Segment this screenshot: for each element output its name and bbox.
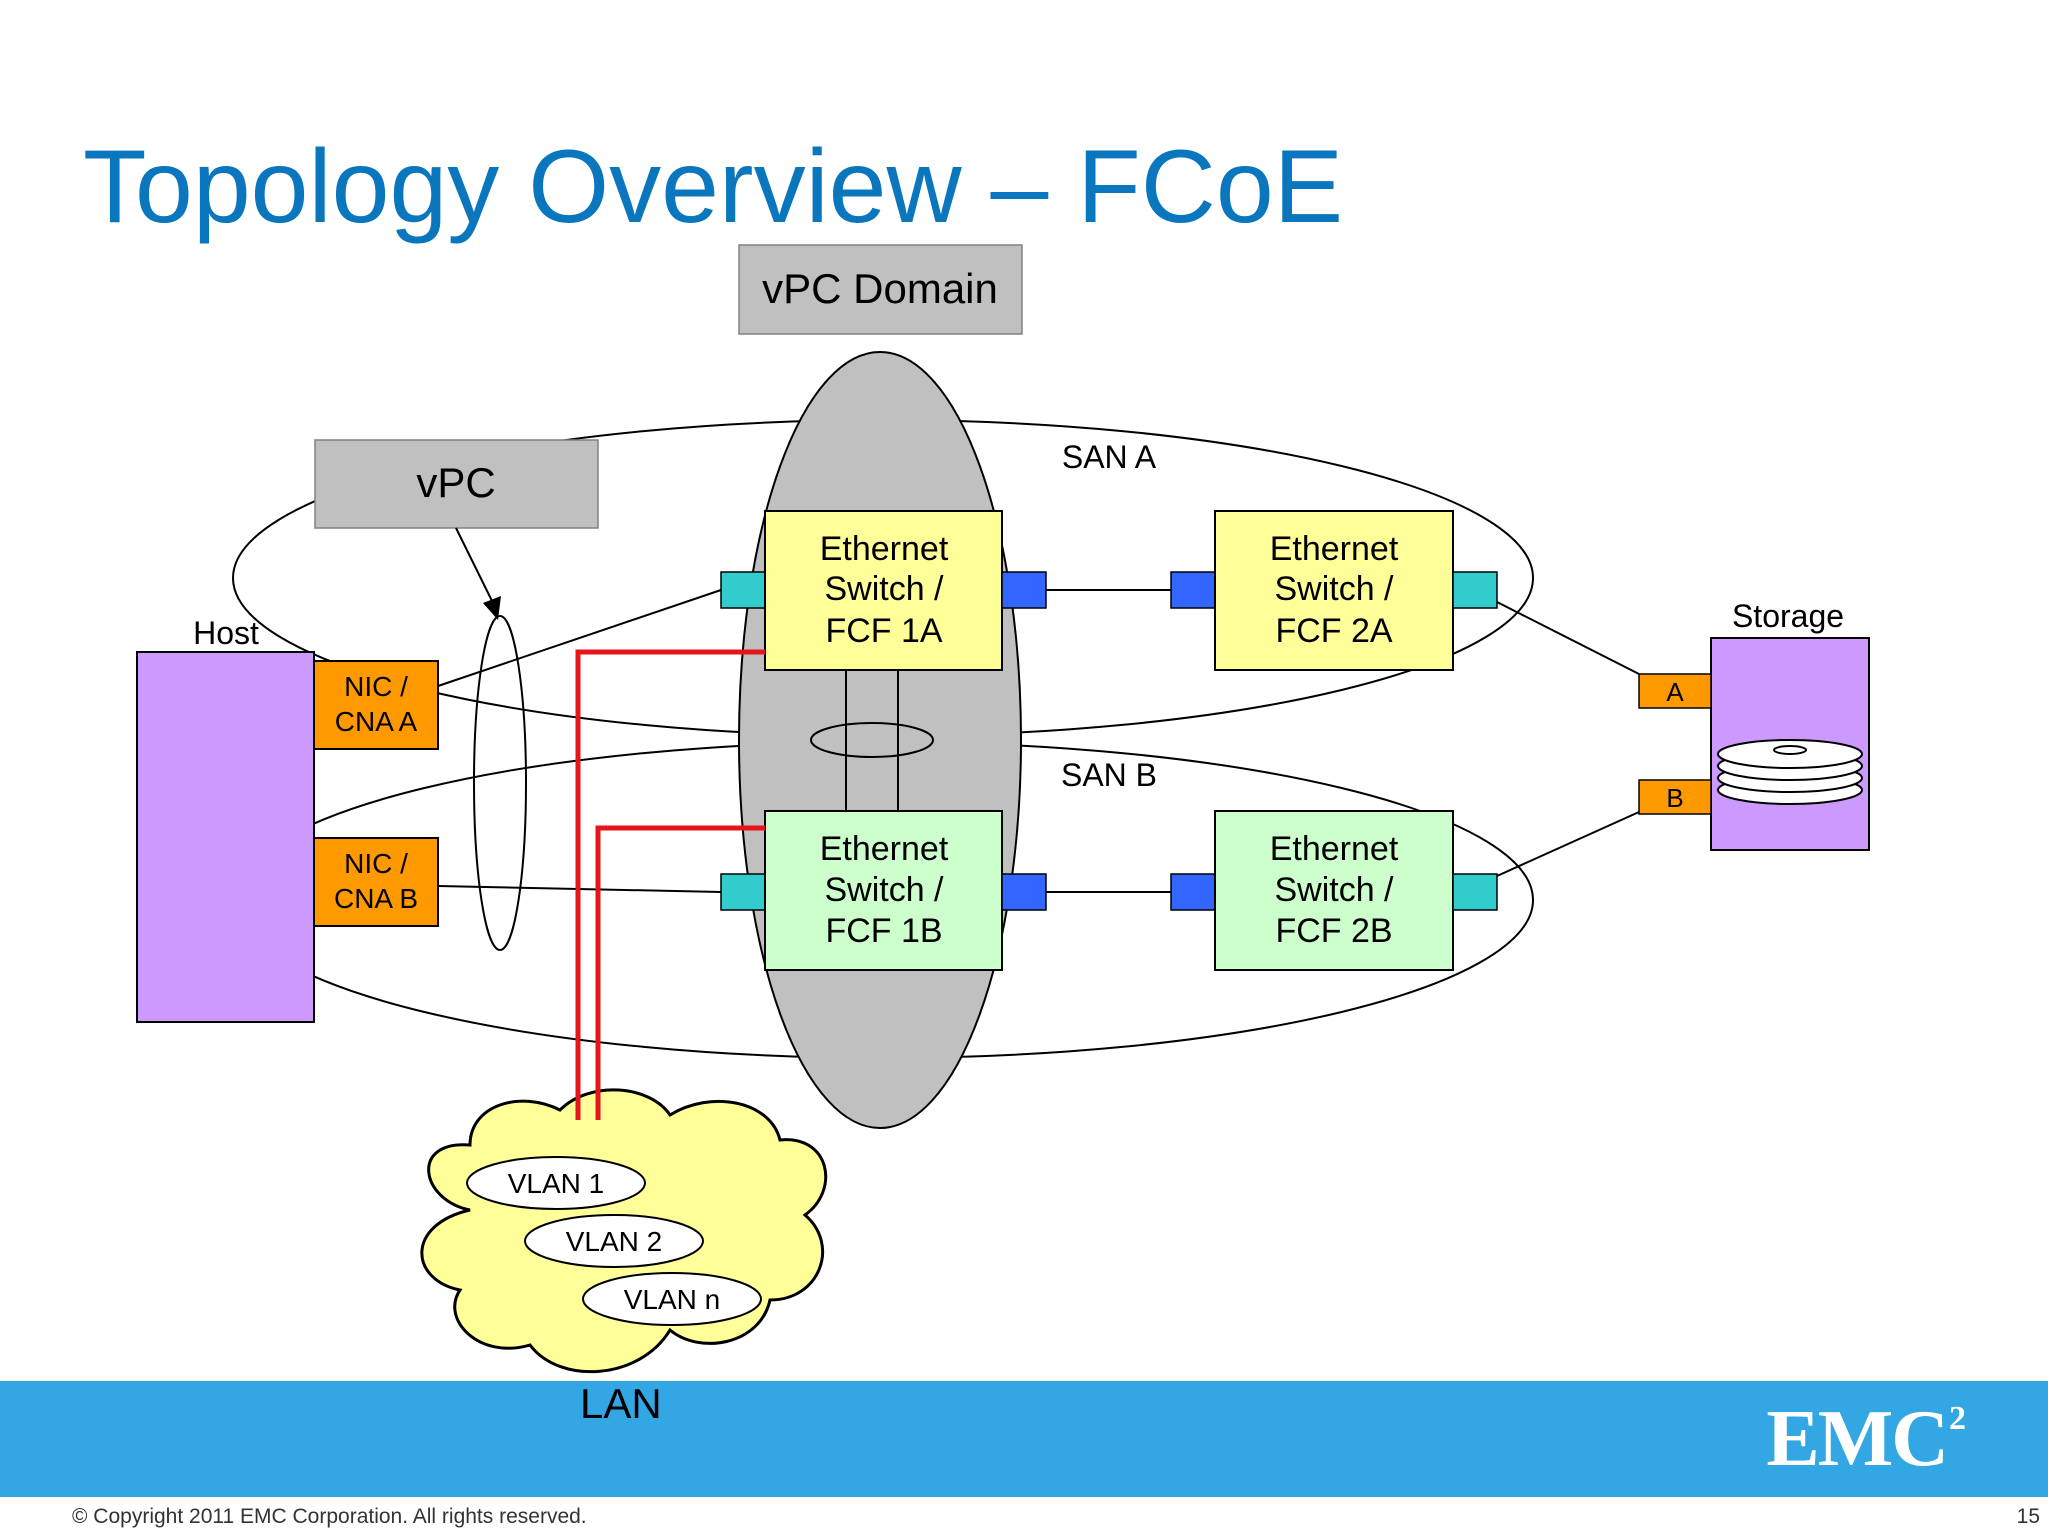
vlan-2-label: VLAN 2 [566,1226,663,1257]
port-fcf2a-left [1170,571,1216,609]
vpc-arrow-head [483,596,501,620]
switch-fcf-1b [764,810,1003,971]
san-a-label: SAN A [1062,439,1157,475]
port-fcf2b-left [1170,873,1216,911]
lan-label: LAN [580,1380,662,1427]
storage-port-a-label: A [1666,677,1684,707]
link-fcf2b-to-storage-b [1496,811,1640,877]
link-nic-a-to-fcf1a [437,589,722,687]
port-fcf2a-right [1452,571,1498,609]
nic-cna-a [313,660,439,750]
switch-fcf-1a [764,510,1003,671]
vlan-1-label: VLAN 1 [508,1168,605,1199]
san-b-label: SAN B [1061,757,1157,793]
footer-band [0,1381,2048,1497]
fcf1a-line2: Switch / [824,570,944,608]
switch-fcf-2a [1214,510,1454,671]
peer-link-bundle [810,722,934,758]
port-fcf1b-left [720,873,766,911]
fcf2b-line3: FCF 2B [1275,912,1392,950]
disk-stack-icon [1717,739,1863,805]
fcf1a-line1: Ethernet [820,530,949,568]
lan-link-fcf1b [595,825,765,1120]
vlan-2-oval [524,1214,704,1268]
nic-b-line2: CNA B [334,883,418,914]
logo-superscript: 2 [1949,1400,1966,1437]
nic-a-line1: NIC / [344,671,408,702]
fcf2a-line3: FCF 2A [1275,612,1392,650]
storage-port-b [1638,779,1712,815]
vpc-label: vPC [416,459,495,506]
vpc-arrow-line [455,527,495,606]
vpc-domain-oval [738,351,1022,1129]
fcf1b-line2: Switch / [824,871,944,909]
vlan-n-oval [582,1272,762,1326]
storage-port-b-label: B [1666,783,1683,813]
storage-label: Storage [1732,598,1844,634]
link-fcf2a-to-storage-a [1496,601,1640,675]
switch-fcf-2b [1214,810,1454,971]
host-box [136,651,315,1023]
port-fcf1a-right [1001,571,1047,609]
fcf1a-line3: FCF 1A [825,612,942,650]
nic-cna-b [313,837,439,927]
fcf2a-line2: Switch / [1274,570,1394,608]
nic-a-line2: CNA A [335,706,418,737]
fcf2a-line1: Ethernet [1270,530,1399,568]
port-fcf1a-left [720,571,766,609]
port-fcf1b-right [1001,873,1047,911]
vpc-domain-label: vPC Domain [762,265,998,312]
nic-b-line1: NIC / [344,848,408,879]
storage-port-a [1638,673,1712,709]
fcf2b-line1: Ethernet [1270,830,1399,868]
lan-link-fcf1a [575,649,765,1120]
page-number: 15 [2016,1505,2040,1528]
copyright-text: © Copyright 2011 EMC Corporation. All ri… [72,1505,587,1528]
port-fcf2b-right [1452,873,1498,911]
vpc-domain-box [738,244,1023,335]
vlan-n-label: VLAN n [624,1284,721,1315]
page-title: Topology Overview – FCoE [83,129,1344,245]
emc-logo: EMC2 [1766,1394,1966,1485]
vlan-1-oval [466,1156,646,1210]
fcf1b-line1: Ethernet [820,830,949,868]
logo-text: EMC [1766,1395,1949,1483]
vpc-port-channel [473,615,527,951]
host-label: Host [193,615,259,651]
fcf2b-line2: Switch / [1274,871,1394,909]
fcf1b-line3: FCF 1B [825,912,942,950]
